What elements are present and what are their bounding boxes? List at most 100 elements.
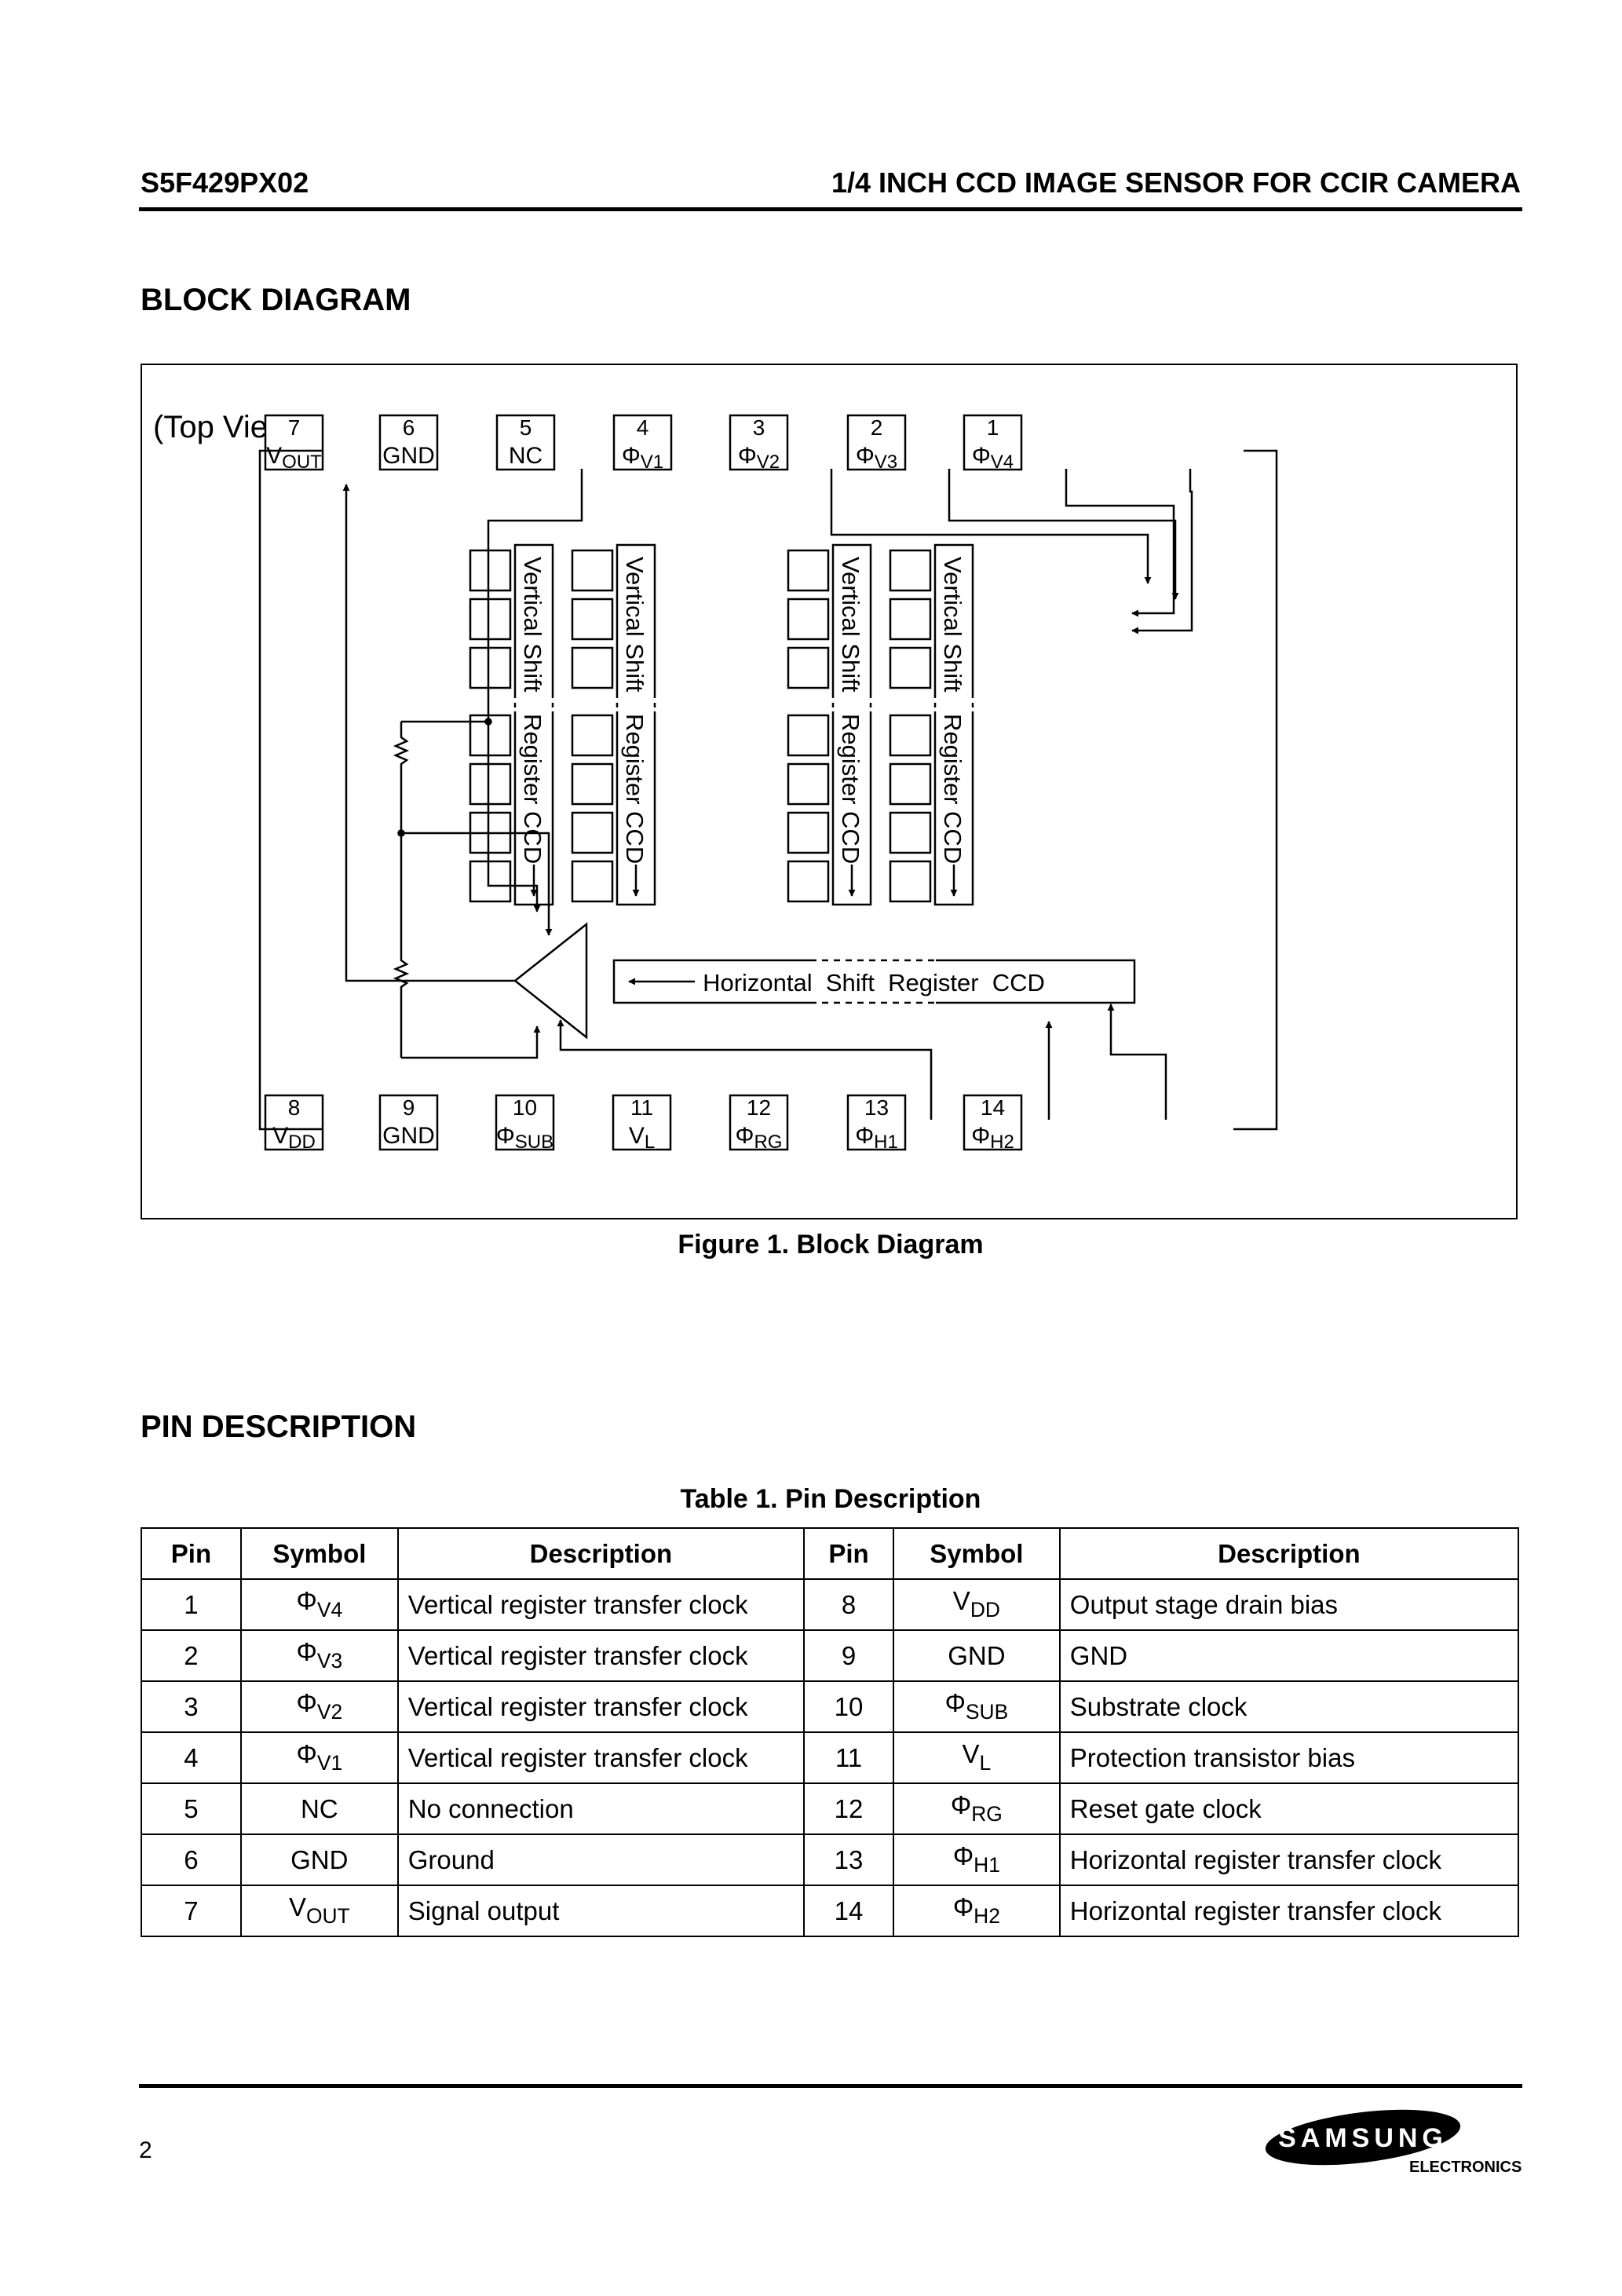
pin-cell: 2 bbox=[141, 1629, 242, 1682]
symbol-cell: VL bbox=[892, 1731, 1061, 1784]
vertical-register-label: Register CCD bbox=[519, 714, 546, 864]
pin-symbol: ΦV2 bbox=[738, 443, 780, 473]
pin-number: 6 bbox=[403, 415, 415, 440]
description-cell: Vertical register transfer clock bbox=[396, 1731, 806, 1784]
pin-number: 3 bbox=[753, 415, 765, 440]
pin-symbol: ΦH1 bbox=[855, 1123, 898, 1153]
description-cell: Signal output bbox=[396, 1885, 806, 1937]
photodiode-cell bbox=[469, 598, 512, 641]
pin-symbol: VL bbox=[629, 1123, 655, 1153]
photodiode-cell bbox=[469, 549, 512, 592]
photodiode-cell bbox=[787, 598, 830, 641]
symbol-cell: ΦV4 bbox=[239, 1578, 399, 1631]
pin-number: 8 bbox=[288, 1095, 301, 1120]
vertical-register-label: Vertical Shift bbox=[837, 557, 864, 693]
pin-cell: 1 bbox=[141, 1578, 242, 1631]
photodiode-cell bbox=[469, 860, 512, 903]
description-cell: Vertical register transfer clock bbox=[396, 1629, 806, 1682]
table-caption: Table 1. Pin Description bbox=[680, 1484, 981, 1514]
resistor-lower bbox=[393, 833, 410, 1058]
footer-rule bbox=[139, 2084, 1522, 2088]
column-header: Symbol bbox=[239, 1527, 399, 1580]
pin-cell: 10 bbox=[803, 1680, 894, 1733]
photodiode-cell bbox=[889, 646, 932, 689]
pin-symbol: NC bbox=[509, 443, 542, 469]
photodiode-cell bbox=[787, 860, 830, 903]
description-cell: Reset gate clock bbox=[1058, 1782, 1520, 1835]
pin-number: 10 bbox=[513, 1095, 537, 1120]
description-cell: Ground bbox=[396, 1834, 806, 1886]
logo-subtext: ELECTRONICS bbox=[1409, 2159, 1522, 2176]
description-cell: No connection bbox=[396, 1782, 806, 1835]
output-amplifier bbox=[513, 922, 588, 1040]
description-cell: Horizontal register transfer clock bbox=[1058, 1834, 1520, 1886]
symbol-cell: ΦH2 bbox=[892, 1885, 1061, 1937]
pin-symbol: ΦRG bbox=[736, 1123, 783, 1153]
photodiode-cell bbox=[889, 762, 932, 806]
pin-box-5: 5NC bbox=[495, 414, 556, 471]
pin-cell: 9 bbox=[803, 1629, 894, 1682]
photodiode-cell bbox=[571, 811, 614, 854]
pin-cell: 13 bbox=[803, 1834, 894, 1886]
vertical-register-label: Vertical Shift bbox=[621, 557, 648, 693]
photodiode-cell bbox=[571, 598, 614, 641]
header-rule bbox=[139, 207, 1522, 211]
photodiode-cell bbox=[889, 811, 932, 854]
photodiode-cell bbox=[469, 646, 512, 689]
page-number: 2 bbox=[139, 2137, 152, 2163]
column-header: Symbol bbox=[892, 1527, 1061, 1580]
pin-number: 1 bbox=[987, 415, 999, 440]
symbol-cell: ΦSUB bbox=[892, 1680, 1061, 1733]
description-cell: Substrate clock bbox=[1058, 1680, 1520, 1733]
column-header: Description bbox=[396, 1527, 806, 1580]
logo-text: SAMSUNG bbox=[1278, 2123, 1448, 2153]
description-cell: Horizontal register transfer clock bbox=[1058, 1885, 1520, 1937]
photodiode-cell bbox=[889, 549, 932, 592]
symbol-cell: ΦV1 bbox=[239, 1731, 399, 1784]
block-diagram-frame bbox=[141, 364, 1518, 1219]
photodiode-cell bbox=[571, 860, 614, 903]
samsung-logo: SAMSUNG bbox=[1265, 2109, 1461, 2166]
pin-cell: 12 bbox=[803, 1782, 894, 1835]
pin-symbol: GND bbox=[382, 1123, 435, 1149]
pin-number: 14 bbox=[981, 1095, 1005, 1120]
pin-cell: 14 bbox=[803, 1885, 894, 1937]
symbol-cell: ΦV3 bbox=[239, 1629, 399, 1682]
pin-number: 5 bbox=[520, 415, 532, 440]
resistor-upper bbox=[393, 722, 410, 833]
pin-cell: 11 bbox=[803, 1731, 894, 1784]
pin-cell: 3 bbox=[141, 1680, 242, 1733]
pin-symbol: ΦV4 bbox=[972, 443, 1014, 473]
figure-caption: Figure 1. Block Diagram bbox=[678, 1230, 984, 1260]
photodiode-cell bbox=[571, 646, 614, 689]
photodiode-cell bbox=[889, 598, 932, 641]
description-cell: Output stage drain bias bbox=[1058, 1578, 1520, 1631]
horizontal-shift-register: Horizontal Shift Register CCD bbox=[612, 959, 1136, 1004]
column-header: Pin bbox=[803, 1527, 894, 1580]
pin-symbol: ΦV3 bbox=[856, 443, 897, 473]
symbol-cell: ΦH1 bbox=[892, 1834, 1061, 1886]
